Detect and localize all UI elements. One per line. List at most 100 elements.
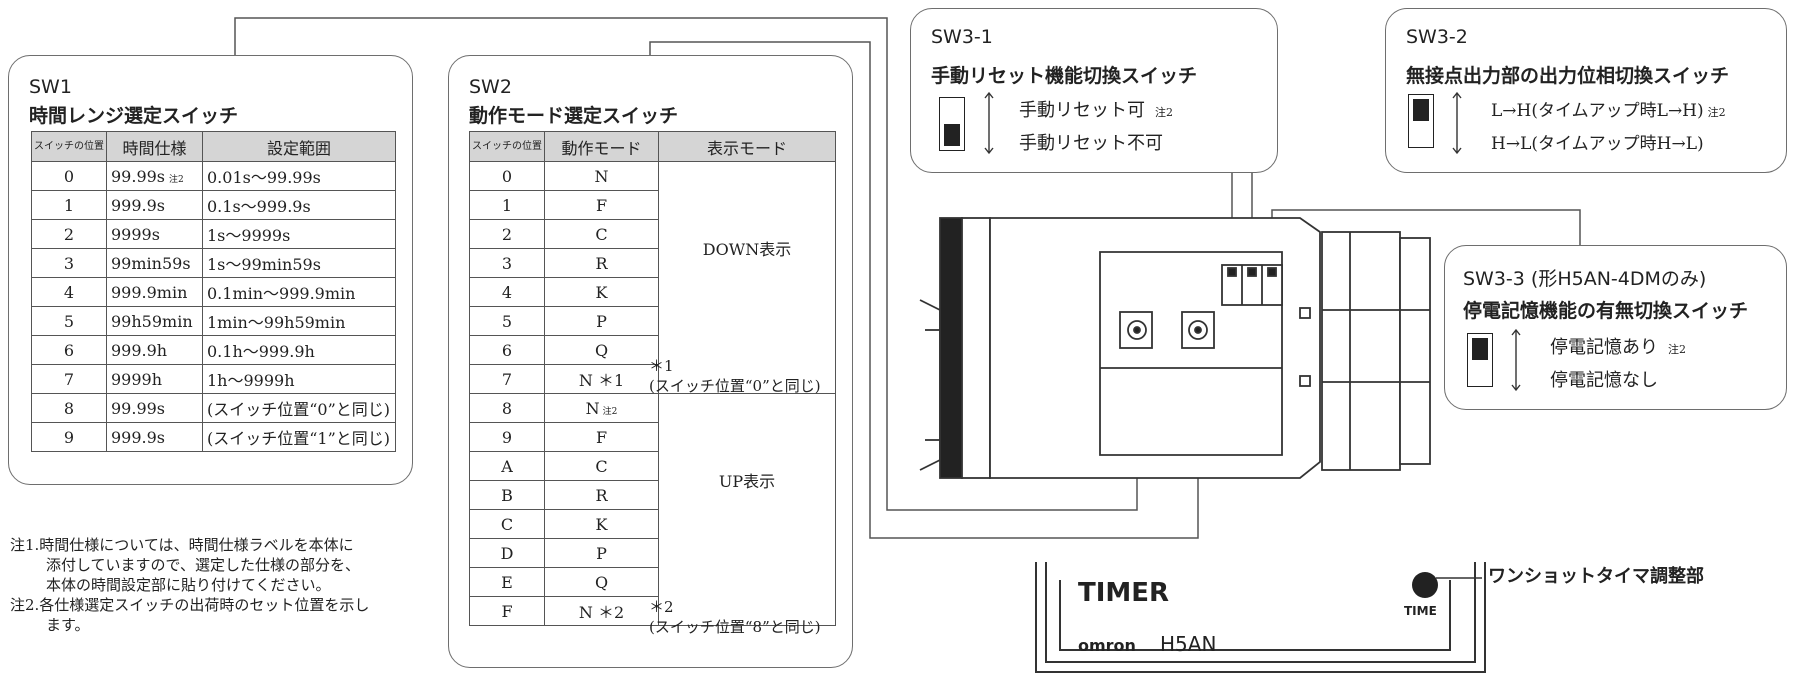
sw2-mode-cell: R bbox=[544, 480, 659, 510]
sw2-mode-cell: Q bbox=[544, 567, 659, 597]
sw1-spec-cell: 99.99s bbox=[106, 393, 203, 423]
sw2-mode-cell: C bbox=[544, 451, 659, 481]
sw1-spec-value: 9999s bbox=[111, 224, 160, 244]
sw2-position-cell: 5 bbox=[469, 306, 545, 336]
sw3-3-option-up: 停電記憶あり注2 bbox=[1550, 333, 1686, 359]
sw2-position-cell: 6 bbox=[469, 335, 545, 365]
sw3-1-title: SW3-1 bbox=[931, 26, 993, 48]
up-down-arrow-icon bbox=[1511, 328, 1521, 392]
sw1-range-cell: 1h〜9999h bbox=[202, 364, 396, 394]
sw2-position-cell: B bbox=[469, 480, 545, 510]
sw2-mode-cell: F bbox=[544, 190, 659, 220]
one-shot-timer-callout: ワンショットタイマ調整部 bbox=[1488, 566, 1704, 587]
sw2-position-cell: 0 bbox=[469, 161, 545, 191]
sw1-title: SW1 bbox=[29, 76, 72, 98]
sw2-position-cell: 3 bbox=[469, 248, 545, 278]
sw3-2-panel: SW3-2 無接点出力部の出力位相切換スイッチ L→H(タイムアップ時L→H)注… bbox=[1385, 8, 1787, 173]
sw1-range-cell: (スイッチ位置“0”と同じ) bbox=[202, 393, 396, 423]
sw1-position-cell: 9 bbox=[31, 422, 107, 452]
sw1-spec-cell: 999.9s bbox=[106, 190, 203, 220]
sw1-position-cell: 7 bbox=[31, 364, 107, 394]
sw2-mode-value: R bbox=[595, 253, 608, 273]
sw3-3-title: SW3-3 (形H5AN-4DMのみ) bbox=[1463, 268, 1707, 290]
sw3-1-subtitle: 手動リセット機能切換スイッチ bbox=[931, 65, 1198, 87]
sw1-header-position: スイッチの位置 bbox=[31, 131, 107, 162]
sw1-spec-value: 99.99s bbox=[111, 398, 166, 418]
sw2-display-up-cell: UP表示 bbox=[658, 393, 836, 626]
sw2-mode-cell: C bbox=[544, 219, 659, 249]
sw1-range-cell: 1min〜99h59min bbox=[202, 306, 396, 336]
note-1-line-2: 添付していますので、選定した仕様の部分を、 bbox=[46, 556, 360, 574]
sw1-spec-value: 999.9s bbox=[111, 195, 166, 215]
sw2-mode-cell: K bbox=[544, 277, 659, 307]
sw1-spec-cell: 999.9min bbox=[106, 277, 203, 307]
sw2-mode-cell: N ＊1 bbox=[544, 364, 659, 394]
sw1-spec-cell: 9999s bbox=[106, 219, 203, 249]
sw1-range-cell: 1s〜9999s bbox=[202, 219, 396, 249]
notes-block: 注1.時間仕様については、時間仕様ラベルを本体に 添付していますので、選定した仕… bbox=[10, 535, 369, 635]
sw2-position-cell: 7 bbox=[469, 364, 545, 394]
sw2-mode-value: N ＊1 bbox=[578, 371, 625, 390]
sw2-mode-cell: R bbox=[544, 248, 659, 278]
sw2-mode-note: 注2 bbox=[602, 406, 618, 417]
sw2-mode-value: N ＊2 bbox=[578, 603, 625, 622]
sw1-range-cell: 0.1h〜999.9h bbox=[202, 335, 396, 365]
sw2-position-cell: 8 bbox=[469, 393, 545, 423]
sw2-leader-line bbox=[649, 41, 1199, 539]
up-down-arrow-icon bbox=[1452, 91, 1462, 155]
sw1-position-cell: 4 bbox=[31, 277, 107, 307]
sw1-position-cell: 5 bbox=[31, 306, 107, 336]
sw2-position-cell: D bbox=[469, 538, 545, 568]
sw3-2-switch-icon bbox=[1408, 94, 1434, 148]
sw1-spec-cell: 99h59min bbox=[106, 306, 203, 336]
sw3-1-option-down: 手動リセット不可 bbox=[1019, 133, 1163, 154]
sw1-spec-cell: 99min59s bbox=[106, 248, 203, 278]
sw1-header-range: 設定範囲 bbox=[202, 131, 396, 162]
sw1-range-cell: 0.01s〜99.99s bbox=[202, 161, 396, 191]
sw2-mode-cell: P bbox=[544, 538, 659, 568]
sw1-leader-line bbox=[234, 17, 1138, 511]
front-time-label: TIME bbox=[1404, 604, 1437, 618]
mark-2-text: (スイッチ位置“8”と同じ) bbox=[649, 618, 821, 636]
sw1-position-cell: 2 bbox=[31, 219, 107, 249]
front-brand-logo: omron bbox=[1078, 636, 1136, 655]
sw2-display-down-cell: DOWN表示 bbox=[658, 161, 836, 394]
mark-2-symbol: ＊2 bbox=[649, 598, 674, 616]
sw2-mode-cell: N ＊2 bbox=[544, 596, 659, 626]
sw3-1-option-up-label: 手動リセット可 bbox=[1019, 100, 1145, 121]
sw3-3-option-down: 停電記憶なし bbox=[1550, 370, 1658, 391]
sw2-mark-2: ＊2 (スイッチ位置“8”と同じ) bbox=[649, 597, 821, 637]
sw2-header-mode: 動作モード bbox=[544, 131, 659, 162]
mark-1-text: (スイッチ位置“0”と同じ) bbox=[649, 377, 821, 395]
sw2-position-cell: E bbox=[469, 567, 545, 597]
sw2-mode-value: Q bbox=[594, 340, 609, 360]
sw1-spec-value: 99h59min bbox=[111, 311, 193, 331]
sw1-spec-value: 99min59s bbox=[111, 253, 191, 273]
sw2-mark-1: ＊1 (スイッチ位置“0”と同じ) bbox=[649, 356, 821, 396]
sw2-position-cell: A bbox=[469, 451, 545, 481]
sw3-2-option-down: H→L(タイムアップ時H→L) bbox=[1491, 134, 1704, 154]
sw2-mode-cell: F bbox=[544, 422, 659, 452]
sw2-position-cell: 9 bbox=[469, 422, 545, 452]
sw3-3-option-up-note: 注2 bbox=[1668, 343, 1686, 356]
sw2-mode-cell: K bbox=[544, 509, 659, 539]
front-timer-label: TIMER bbox=[1078, 578, 1170, 608]
sw2-mode-value: P bbox=[596, 311, 607, 331]
